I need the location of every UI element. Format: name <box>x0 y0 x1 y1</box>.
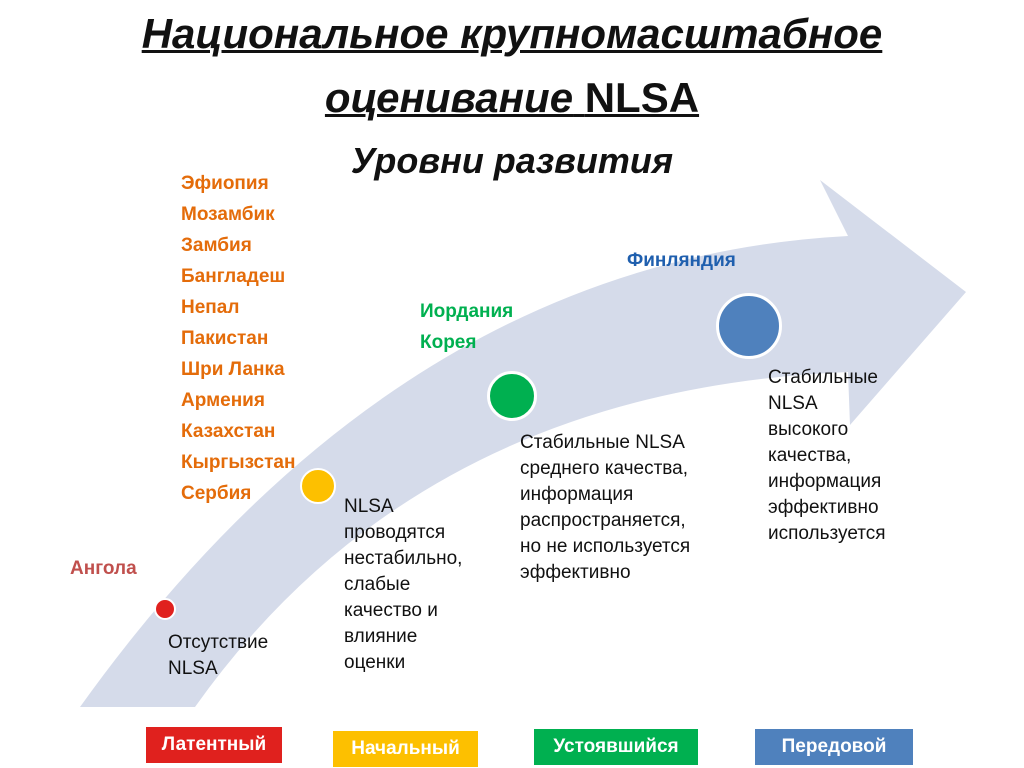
country-name: Мозамбик <box>181 204 275 225</box>
country-name: Пакистан <box>181 328 269 349</box>
legend-latent: Латентный <box>146 727 282 763</box>
description-line: распространяется, <box>520 510 686 531</box>
description-line: оценки <box>344 652 406 673</box>
legend-emerging: Начальный <box>333 731 478 767</box>
country-name: Корея <box>420 332 477 353</box>
country-name: Непал <box>181 297 240 318</box>
country-list-advanced: Финляндия <box>627 245 736 276</box>
country-name: Бангладеш <box>181 266 286 287</box>
country-name: Армения <box>181 390 265 411</box>
stage-description-advanced: Стабильные NLSA высокого качества, инфор… <box>768 365 886 547</box>
country-name: Замбия <box>181 235 252 256</box>
title-line-2-rest: NLSA <box>584 74 700 121</box>
country-list-established: Иордания Корея <box>420 296 513 358</box>
description-line: эффективно <box>520 562 631 583</box>
description-line: нестабильно, <box>344 548 463 569</box>
title-line-2: оценивание NLSA <box>0 74 1024 122</box>
title-line-1: Национальное крупномасштабное <box>141 10 883 57</box>
description-line: Стабильные <box>768 367 878 388</box>
stage-dot-established <box>487 371 537 421</box>
country-list-emerging: Эфиопия Мозамбик Замбия Бангладеш Непал … <box>181 168 295 509</box>
country-name: Эфиопия <box>181 173 269 194</box>
title-line-2-italic: оценивание <box>324 74 574 121</box>
description-line: влияние <box>344 626 418 647</box>
description-line: используется <box>768 523 886 544</box>
country-list-latent: Ангола <box>70 553 137 584</box>
description-line: NLSA <box>768 393 818 414</box>
legend-advanced: Передовой <box>755 729 913 765</box>
stage-description-latent: Отсутствие NLSA <box>168 630 268 682</box>
description-line: информация <box>520 484 634 505</box>
country-name: Шри Ланка <box>181 359 285 380</box>
description-line: информация <box>768 471 882 492</box>
description-line: качество и <box>344 600 438 621</box>
stage-dot-emerging <box>300 468 336 504</box>
description-line: высокого <box>768 419 849 440</box>
description-line: среднего качества, <box>520 458 688 479</box>
description-line: NLSA <box>344 496 394 517</box>
description-line: Стабильные NLSA <box>520 432 685 453</box>
country-name: Иордания <box>420 301 514 322</box>
country-name: Казахстан <box>181 421 276 442</box>
stage-dot-latent <box>154 598 176 620</box>
description-line: эффективно <box>768 497 879 518</box>
description-line: качества, <box>768 445 852 466</box>
country-name: Ангола <box>70 558 137 579</box>
stage-description-emerging: NLSA проводятся нестабильно, слабые каче… <box>344 494 462 676</box>
subtitle: Уровни развития <box>350 140 674 181</box>
country-name: Финляндия <box>627 250 736 271</box>
stage-description-established: Стабильные NLSA среднего качества, инфор… <box>520 430 690 586</box>
description-line: но не используется <box>520 536 691 557</box>
description-line: проводятся <box>344 522 446 543</box>
stage-dot-advanced <box>716 293 782 359</box>
description-line: слабые <box>344 574 411 595</box>
description-line: NLSA <box>168 658 218 679</box>
country-name: Кыргызстан <box>181 452 296 473</box>
country-name: Сербия <box>181 483 252 504</box>
legend-established: Устоявшийся <box>534 729 698 765</box>
description-line: Отсутствие <box>168 632 269 653</box>
